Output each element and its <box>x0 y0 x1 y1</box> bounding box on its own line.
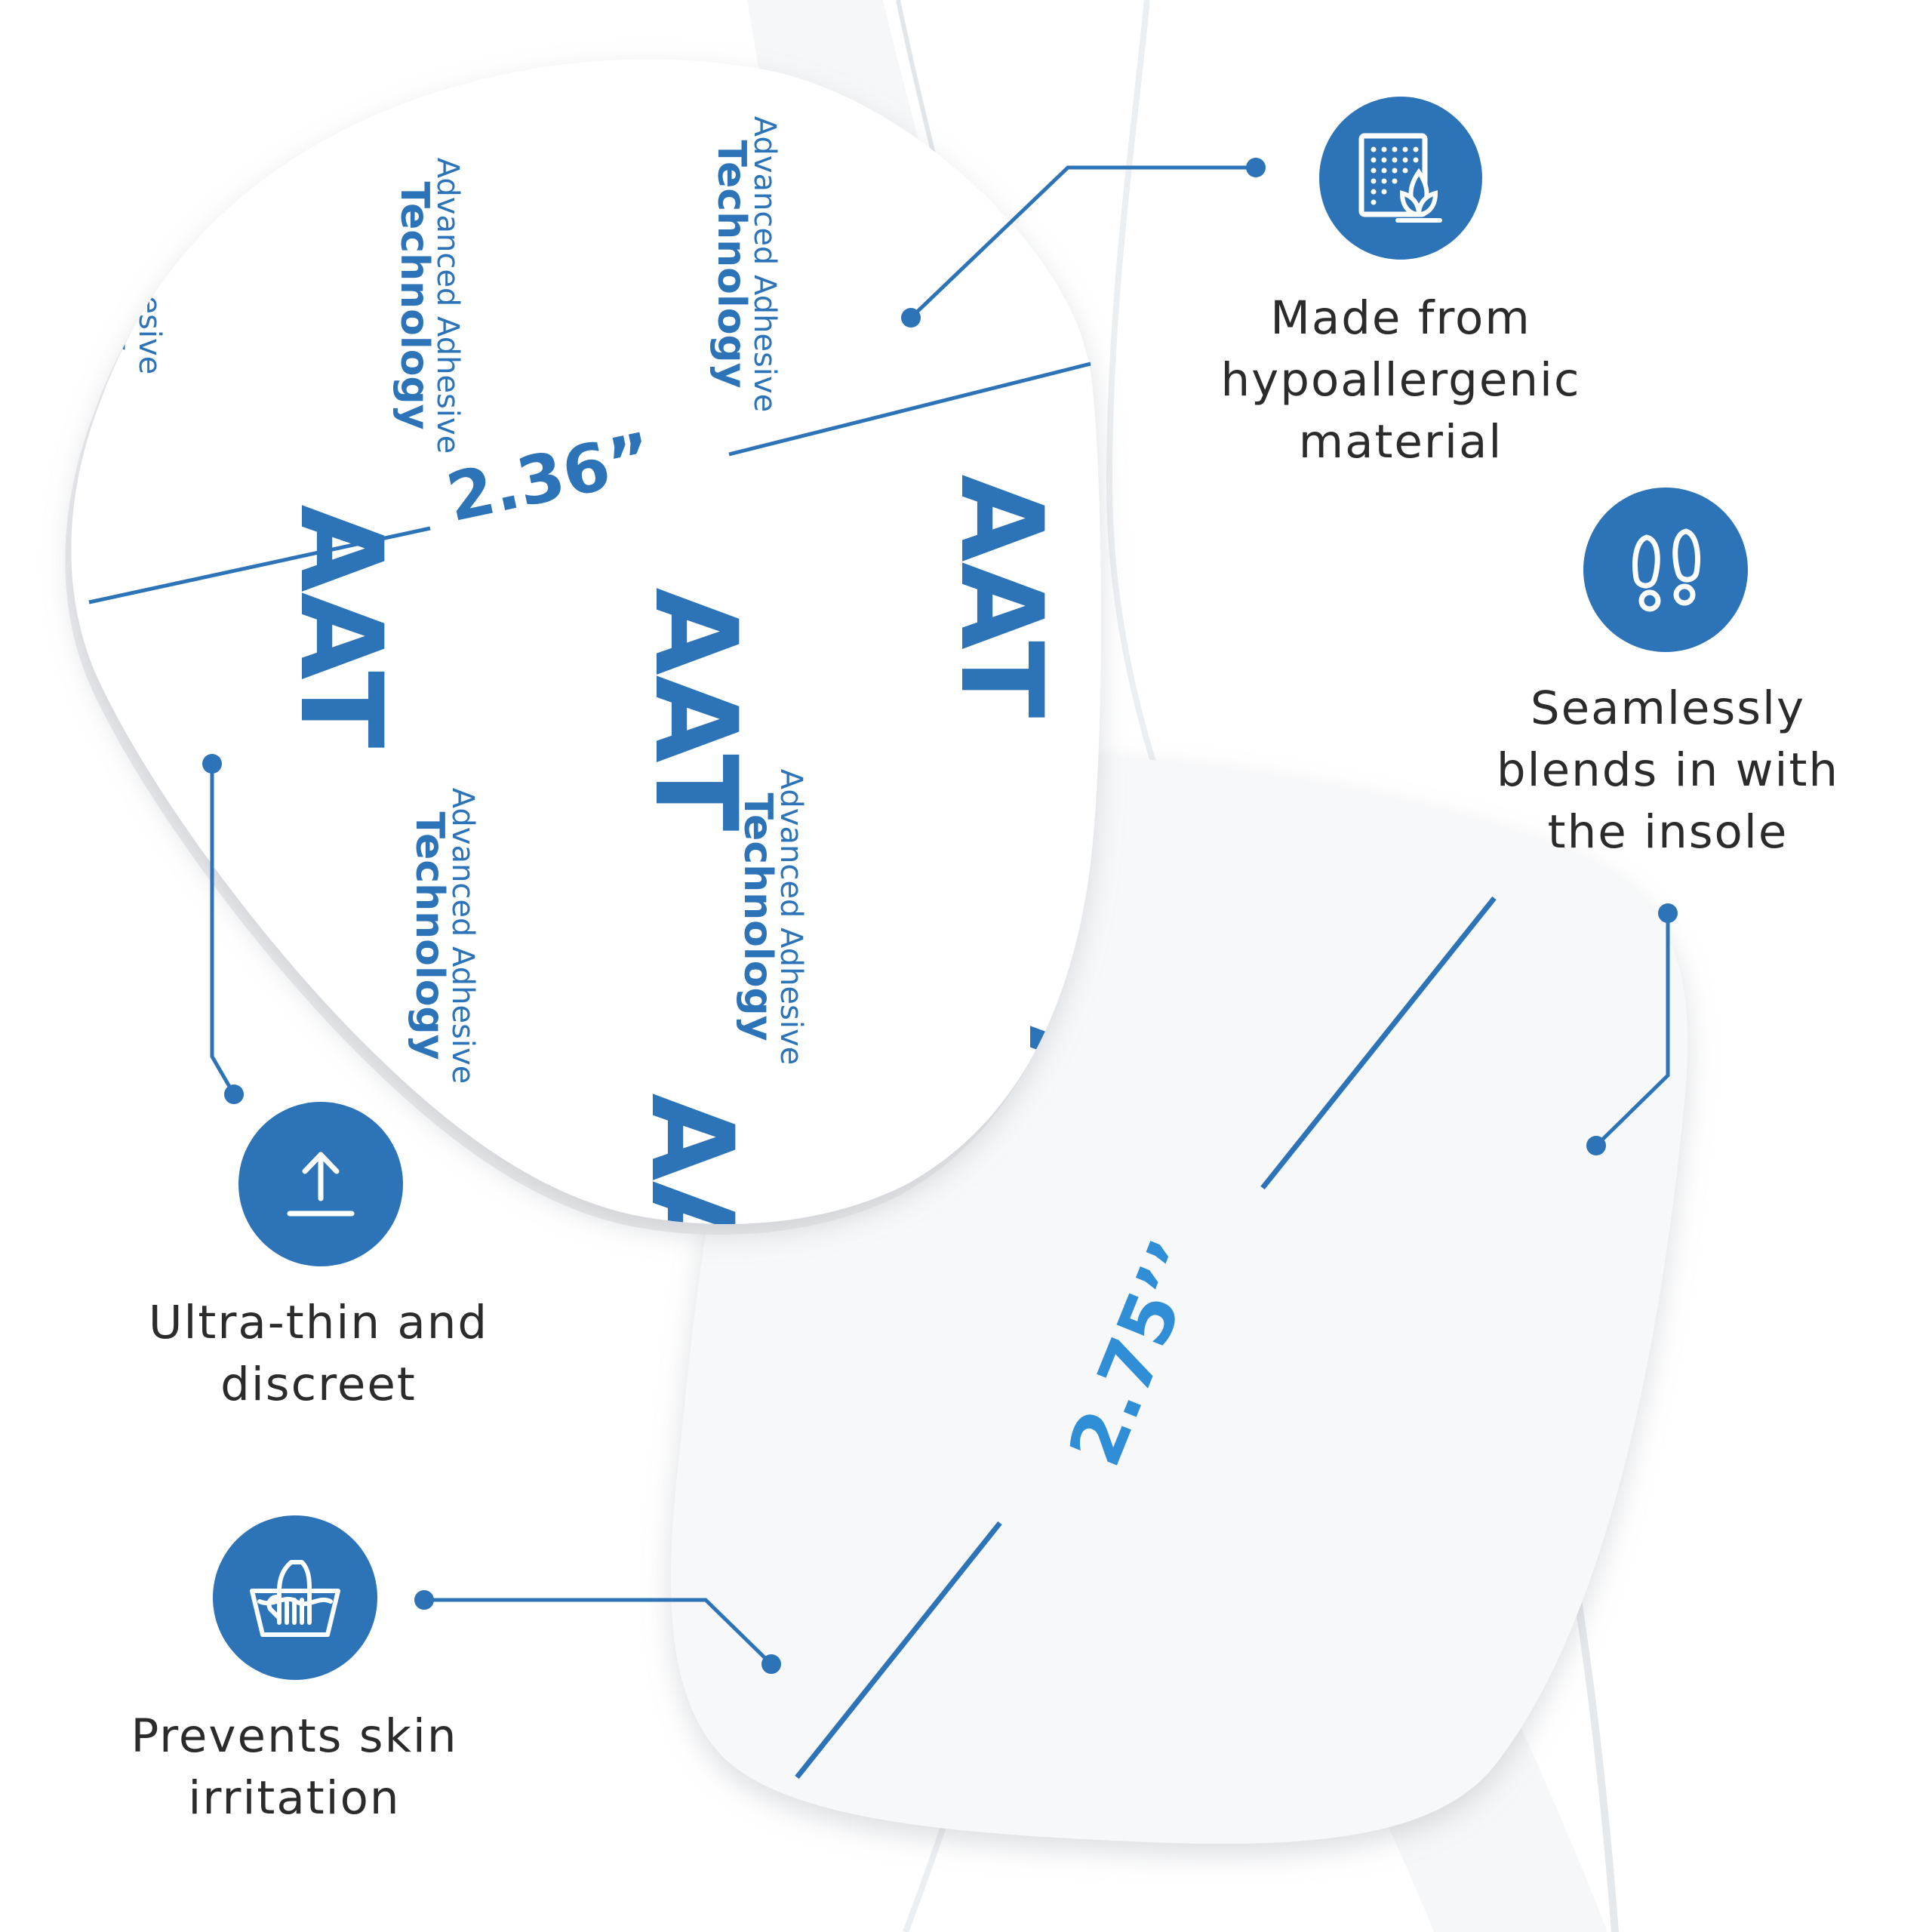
print-logo: AAT <box>935 475 1066 718</box>
felt-dimension-line-top <box>1260 896 1497 1190</box>
callout-dots <box>202 158 1678 1674</box>
feature-label-seamless: Seamlessly blends in with the insole <box>1496 681 1840 859</box>
print-line-2: Technology <box>94 102 139 350</box>
print-line-1: Advanced Adhesive <box>430 158 465 454</box>
callout-connectors <box>210 165 1670 1666</box>
print-line-2: Technology <box>407 811 452 1060</box>
perforated-sheet-leaf-icon <box>1319 97 1482 260</box>
print-logo: AAT <box>626 1094 757 1337</box>
adhesive-dimension-line-right <box>728 361 1091 457</box>
print-line-1: Advanced Adhesive <box>774 769 808 1066</box>
adhesive-pad: AATAATAATAATAATAdvanced AdhesiveTechnolo… <box>65 59 1101 1337</box>
upload-arrow-icon <box>238 1102 403 1266</box>
print-line-2: Technology <box>392 181 437 429</box>
adhesive-dimension-line-left <box>88 526 431 605</box>
print-line-2: Technology <box>735 792 780 1041</box>
print-line-2: Technology <box>709 140 754 388</box>
print-logo: AAT <box>629 588 761 832</box>
connector-seamless <box>1595 913 1670 1147</box>
print-line-1: Advanced Adhesive <box>445 788 480 1084</box>
footprints-icon <box>1583 488 1748 652</box>
print-logo: AAT <box>275 505 406 749</box>
feature-label-skin-irritation: Prevents skin irritation <box>131 1709 458 1825</box>
felt-dimension-line-bottom <box>795 1521 1002 1780</box>
feature-label-ultra-thin: Ultra-thin and discreet <box>148 1296 489 1411</box>
feature-label-hypoallergenic: Made from hypoallergenic material <box>1220 291 1581 469</box>
connector-skin <box>424 1598 773 1666</box>
washing-hand-icon <box>213 1515 377 1680</box>
connector-hypoallergenic <box>909 165 1256 319</box>
connector-ultra-thin <box>210 764 236 1096</box>
print-line-1: Advanced Adhesive <box>747 116 782 413</box>
